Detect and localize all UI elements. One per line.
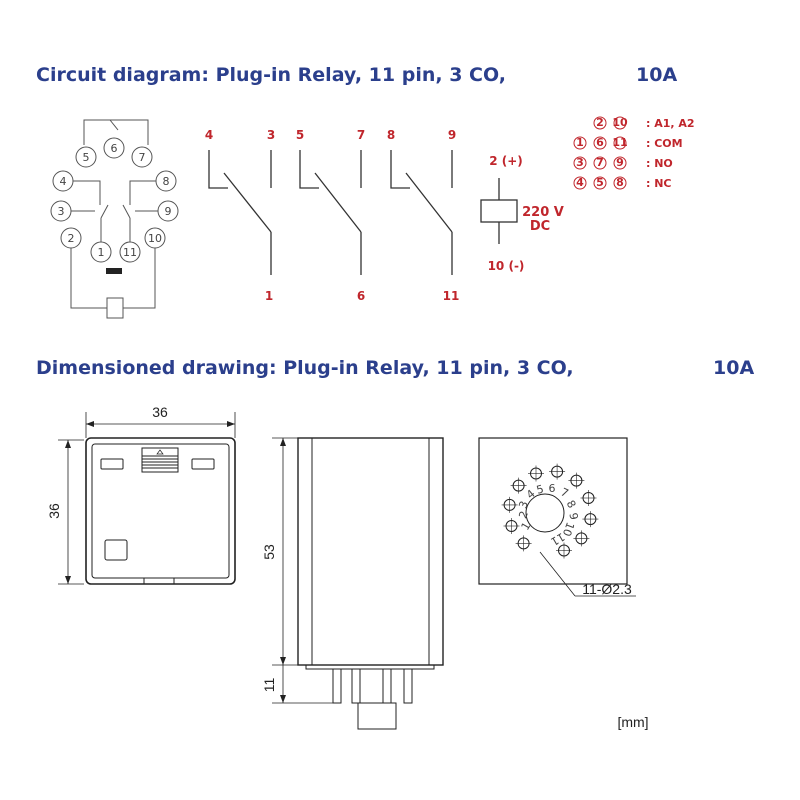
legend-label: : A1, A2 — [646, 117, 695, 130]
socket-pin-label: 2 — [68, 232, 75, 245]
legend-pin: 5 — [596, 176, 604, 189]
hole-callout-label: 11-Ø2.3 — [582, 581, 632, 597]
pin-function-legend: 2 10 : A1, A2 1 6 11 : COM 3 7 9 : NO 4 — [573, 116, 695, 190]
dimension-drawing-title: Dimensioned drawing: Plug-in Relay, 11 p… — [36, 357, 574, 379]
body-height-dimension-label: 53 — [261, 544, 277, 560]
socket-pin-label: 6 — [111, 142, 118, 155]
circuit-diagram-rating: 10A — [636, 64, 678, 86]
contact-com-label: 11 — [443, 289, 460, 303]
legend-pin: 9 — [616, 156, 624, 169]
contact-no-label: 9 — [448, 128, 456, 142]
dimension-drawing-title-text: Dimensioned drawing: Plug-in Relay, 11 p… — [36, 357, 574, 379]
bottom-pin-label: 9 — [566, 512, 580, 521]
bottom-pin-label: 8 — [564, 498, 579, 511]
socket-pin-label: 4 — [60, 175, 67, 188]
coil-minus-label: 10 (-) — [488, 259, 525, 273]
contact-nc-label: 4 — [205, 128, 213, 142]
legend-pin: 10 — [612, 116, 628, 129]
legend-row-no: 3 7 9 : NO — [573, 156, 673, 170]
socket-pin-label: 1 — [98, 246, 105, 259]
coil-plus-label: 2 (+) — [489, 154, 523, 168]
legend-label: : NO — [646, 157, 673, 170]
height-dimension-label: 36 — [46, 503, 62, 519]
coil-type-label: DC — [530, 219, 550, 234]
legend-label: : NC — [646, 177, 672, 190]
width-dimension-label: 36 — [152, 404, 168, 420]
bottom-pin-label: 3 — [516, 499, 531, 510]
socket-pin-label: 7 — [139, 151, 146, 164]
legend-pin: 6 — [596, 136, 604, 149]
circuit-diagram-title: Circuit diagram: Plug-in Relay, 11 pin, … — [36, 64, 506, 86]
bottom-pin-label: 5 — [535, 482, 545, 496]
bottom-pin-label: 6 — [549, 482, 556, 495]
socket-pin-label: 11 — [123, 246, 137, 259]
coil-voltage-label: 220 V — [522, 205, 564, 220]
socket-pin-numbers: 5 6 7 4 8 3 9 2 1 11 10 — [58, 142, 172, 259]
socket-pin-label: 8 — [163, 175, 170, 188]
legend-pin: 11 — [612, 136, 627, 149]
pin-holes — [501, 463, 599, 559]
bottom-pin-label: 2 — [516, 509, 531, 520]
contact-schematic — [208, 150, 518, 275]
contact-no-label: 3 — [267, 128, 275, 142]
socket-pin-label: 5 — [83, 151, 90, 164]
socket-pin-label: 9 — [165, 205, 172, 218]
bottom-pin-numbers: 1 2 3 4 5 6 7 8 9 10 11 — [516, 482, 580, 548]
relay-side-view — [272, 437, 444, 730]
contact-nc-label: 8 — [387, 128, 395, 142]
dimension-drawing-rating: 10A — [713, 357, 755, 379]
legend-pin: 3 — [576, 156, 584, 169]
legend-pin: 2 — [596, 116, 604, 129]
legend-pin: 1 — [576, 136, 584, 149]
socket-pin-diagram — [50, 119, 179, 319]
unit-label: [mm] — [617, 714, 648, 730]
socket-pin-label: 10 — [148, 232, 162, 245]
contact-labels: 4 3 1 5 7 6 8 9 11 2 (+) 10 (-) 220 V DC — [205, 128, 564, 303]
contact-no-label: 7 — [357, 128, 365, 142]
relay-bottom-view — [478, 437, 636, 597]
contact-com-label: 1 — [265, 289, 273, 303]
bottom-pin-label: 11 — [548, 530, 567, 548]
contact-com-label: 6 — [357, 289, 365, 303]
bottom-pin-label: 1 — [519, 520, 534, 533]
legend-pin: 8 — [616, 176, 624, 189]
legend-row-nc: 4 5 8 : NC — [573, 176, 672, 190]
legend-label: : COM — [646, 137, 683, 150]
bottom-pin-label: 10 — [560, 520, 577, 538]
relay-top-view — [58, 412, 236, 585]
circuit-diagram-title-text: Circuit diagram: Plug-in Relay, 11 pin, … — [36, 64, 506, 86]
pin-length-dimension-label: 11 — [261, 678, 277, 693]
legend-pin: 4 — [576, 176, 584, 189]
legend-row-coil: 2 10 : A1, A2 — [593, 116, 695, 130]
contact-nc-label: 5 — [296, 128, 304, 142]
legend-row-com: 1 6 11 : COM — [573, 136, 683, 150]
bottom-pin-label: 7 — [559, 485, 571, 500]
legend-pin: 7 — [596, 156, 604, 169]
socket-pin-label: 3 — [58, 205, 65, 218]
